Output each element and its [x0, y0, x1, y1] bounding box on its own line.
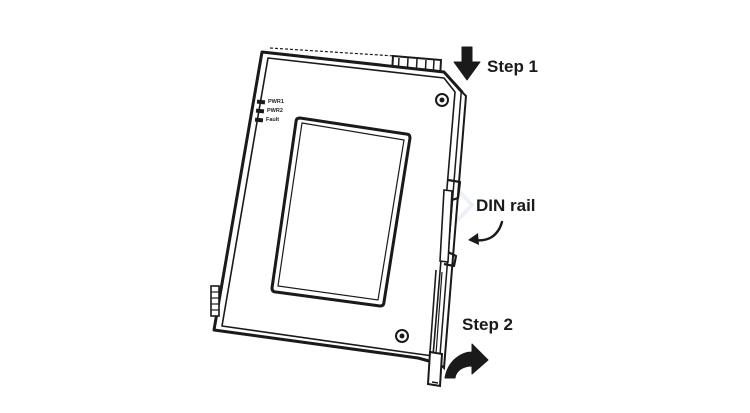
led-indicators — [254, 99, 266, 123]
led-label-fault: Fault — [266, 117, 280, 123]
side-connector — [210, 285, 220, 317]
led-label-pwr1: PWR1 — [268, 99, 284, 105]
step1-label: Step 1 — [487, 57, 539, 76]
bottom-latch — [426, 350, 444, 388]
step1-down-arrow-icon — [453, 46, 481, 81]
din-rail-label: DIN rail — [476, 196, 536, 215]
label-window — [270, 116, 412, 308]
screw-icon — [395, 329, 409, 343]
step2-rotate-arrow-icon — [444, 343, 489, 379]
din-rail-pointer-arrow-icon — [468, 220, 504, 245]
step2-label: Step 2 — [462, 315, 514, 334]
din-rail-clip — [429, 178, 462, 355]
led-label-pwr2: PWR2 — [267, 108, 283, 114]
screw-icon — [435, 93, 449, 107]
top-vent-ridge — [269, 47, 396, 57]
